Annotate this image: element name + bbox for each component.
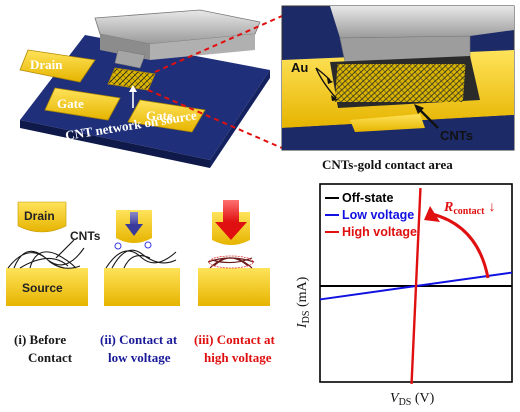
step-source-label: Source xyxy=(22,281,63,295)
gate-label-left: Gate xyxy=(57,96,84,111)
cnt-strands-2 xyxy=(105,249,177,269)
step-low-voltage xyxy=(104,210,180,306)
cantilever-tip xyxy=(114,49,146,69)
device-panel: Drain Gate Gate CNT network on source xyxy=(19,9,270,168)
drain-label: Drain xyxy=(30,57,63,72)
step-drain-label: Drain xyxy=(24,209,55,223)
caption-step-1-line2: Contact xyxy=(28,350,73,365)
caption-step-2-line2: low voltage xyxy=(108,350,171,365)
network-pointer-head xyxy=(129,85,137,92)
caption-step-3-line2: high voltage xyxy=(204,350,272,365)
zoom-panel: Au CNTs CNTs-gold contact area xyxy=(281,5,515,172)
step-high-voltage xyxy=(198,200,270,306)
zoom-cnt-mesh xyxy=(334,64,466,102)
step-before-contact: Drain Source CNTs xyxy=(6,201,101,306)
caption-step-3-line1: (iii) Contact at xyxy=(194,332,276,347)
step-cnts-label: CNTs xyxy=(70,229,101,243)
source-block xyxy=(6,268,88,306)
steps-panel: Drain Source CNTs (i) Before xyxy=(6,200,276,365)
zoom-guides xyxy=(147,15,283,149)
source-block-3 xyxy=(198,268,270,306)
gate-pad-left xyxy=(44,87,121,121)
drain-block xyxy=(17,201,67,233)
substrate-front xyxy=(20,120,210,168)
rcontact-annotation: Rcontact↓ xyxy=(443,200,495,217)
caption-step-2-line1: (ii) Contact at xyxy=(100,332,178,347)
drain-pad xyxy=(19,49,96,83)
legend-entry: Off-state xyxy=(342,191,393,205)
rcontact-arc-arrow xyxy=(431,212,490,279)
au-label: Au xyxy=(291,60,308,75)
zoom-caption: CNTs-gold contact area xyxy=(322,157,453,172)
caption-step-1-line1: (i) Before xyxy=(14,332,66,347)
legend-entry: Low voltage xyxy=(342,208,414,222)
rcontact-arrow-head xyxy=(424,206,440,222)
chart-marks xyxy=(319,188,513,384)
zoom-gold-lower xyxy=(350,114,425,132)
source-block-2 xyxy=(104,268,180,306)
y-axis-label: IDS (mA) xyxy=(295,276,312,329)
legend-entry: High voltage xyxy=(342,225,417,239)
substrate-side xyxy=(210,70,270,168)
gate-pad-right xyxy=(127,99,206,133)
gate-label-right: Gate xyxy=(146,108,173,123)
cnt-strands-3 xyxy=(207,257,255,269)
cnts-zoom-label: CNTs xyxy=(440,128,473,143)
cnt-strands-1 xyxy=(7,247,85,269)
series-line-high-voltage xyxy=(410,188,422,384)
cantilever-side xyxy=(150,34,255,60)
x-axis-label: VDS (V) xyxy=(390,391,435,408)
zoom-steel-top xyxy=(330,6,514,38)
